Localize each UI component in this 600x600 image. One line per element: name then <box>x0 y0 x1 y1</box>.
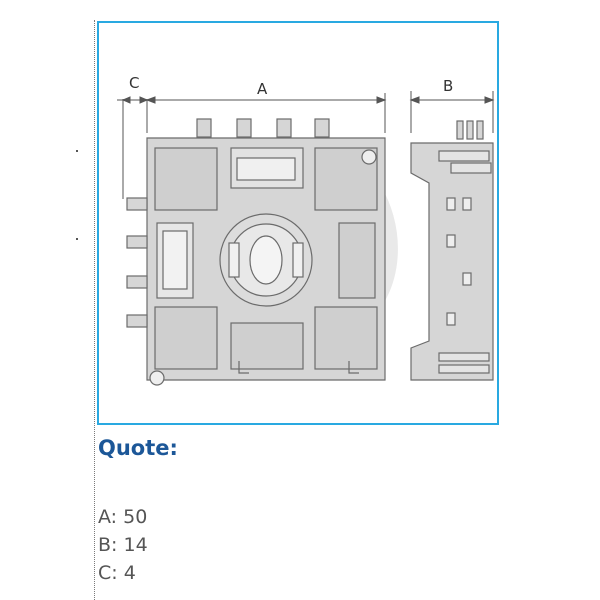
quote-value: 4 <box>123 562 136 584</box>
quote-sep: : <box>110 506 118 528</box>
side-view <box>410 120 494 381</box>
dotted-divider <box>94 20 95 600</box>
stray-dot <box>76 150 78 152</box>
quote-value: 50 <box>123 506 148 528</box>
dimension-label-c: C <box>129 74 139 92</box>
front-view <box>126 118 386 386</box>
dimension-label-b: B <box>443 77 453 95</box>
quote-title: Quote: <box>98 436 178 460</box>
quote-key: C <box>98 562 112 584</box>
quote-key: B <box>98 534 112 556</box>
quote-value: 14 <box>123 534 148 556</box>
quote-sep: : <box>111 562 118 584</box>
stray-dot <box>76 238 78 240</box>
quote-sep: : <box>111 534 118 556</box>
dimension-drawing-frame: C A B <box>97 21 499 425</box>
dimension-drawing: C A B <box>117 74 495 386</box>
quote-line-c: C: 4 <box>98 559 148 587</box>
quote-line-b: B: 14 <box>98 531 148 559</box>
quote-key: A <box>98 506 111 528</box>
quote-line-a: A: 50 <box>98 503 148 531</box>
quote-list: A: 50 B: 14 C: 4 <box>98 503 148 587</box>
dimension-label-a: A <box>257 80 268 98</box>
